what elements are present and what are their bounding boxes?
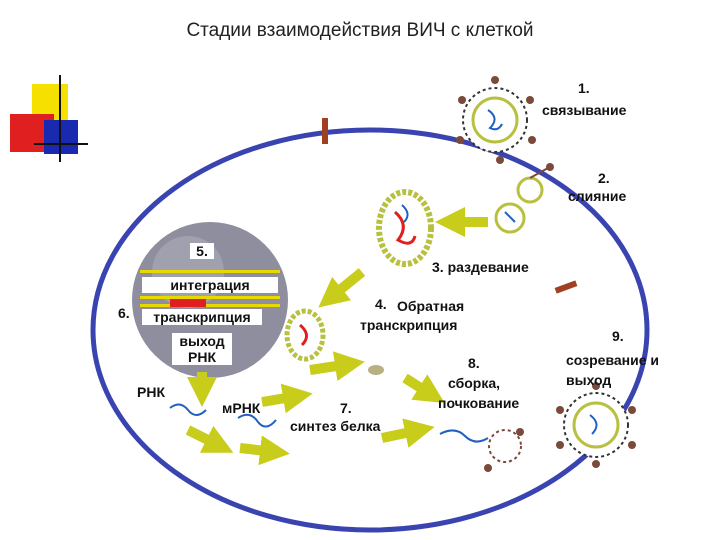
stage-8-line2: почкование [438,395,520,411]
stage-2-number: 2. [598,170,610,186]
arrow-synthesis-4 [239,435,290,466]
arrow-3-to-4 [318,268,366,308]
virus-stage-1 [456,76,536,164]
rna-strand-left [169,403,207,416]
protein-fragment [368,365,384,375]
stage-3-label: 3. раздевание [432,259,529,275]
stage-1-label: связывание [542,102,627,118]
rna-exit-line2: РНК [188,349,216,365]
stage-8-line1: сборка, [448,375,501,391]
virus-entering [494,202,526,234]
rna-strand-middle [237,413,277,428]
transcription-label: транскрипция [142,309,262,325]
corner-decoration [10,75,88,162]
arrow-to-assembly [402,373,445,403]
arrow-synthesis-1 [261,383,313,414]
integration-label: интеграция [142,277,278,293]
stage-4-line1: Обратная [397,298,465,314]
stage-6-number: 6. [118,305,130,321]
rna-label: РНК [137,384,165,400]
stage-7-number: 7. [340,400,352,416]
capsid-stage-4 [284,308,326,362]
arrow-synthesis-2 [309,351,365,382]
integrated-provirus [170,299,206,307]
virus-budding [484,428,524,472]
arrow-synthesis-5 [380,418,435,448]
virus-mature [556,382,636,468]
dna-band-bottom [140,304,280,307]
page-title: Стадии взаимодействия ВИЧ с клеткой [186,20,534,41]
stage-8-number: 8. [468,355,480,371]
arrow-synthesis-3 [185,425,234,453]
stage-9-number: 9. [612,328,624,344]
stage-4-number: 4. [375,296,387,312]
rna-strand-bottom [439,429,489,443]
stage-7-label: синтез белка [290,418,381,434]
stage-5-number: 5. [190,243,214,259]
virus-stage-2 [516,163,554,204]
mrna-label: мРНК [222,400,261,416]
capsid-stage-3 [376,189,434,267]
stage-2-label: слияние [568,188,627,204]
rna-exit-label: выход РНК [172,333,232,365]
membrane-receptor-right [554,280,578,294]
dna-band-top-1 [140,270,280,273]
stage-9-line1: созревание и [566,352,660,368]
stage-4-line2: транскрипция [360,317,458,333]
dna-band-top-2 [140,296,280,299]
cell-membrane [90,127,650,533]
stage-1-number: 1. [578,80,590,96]
membrane-receptor-top [322,118,328,144]
stage-9-line2: выход [566,372,612,388]
rna-exit-line1: выход [179,333,225,349]
